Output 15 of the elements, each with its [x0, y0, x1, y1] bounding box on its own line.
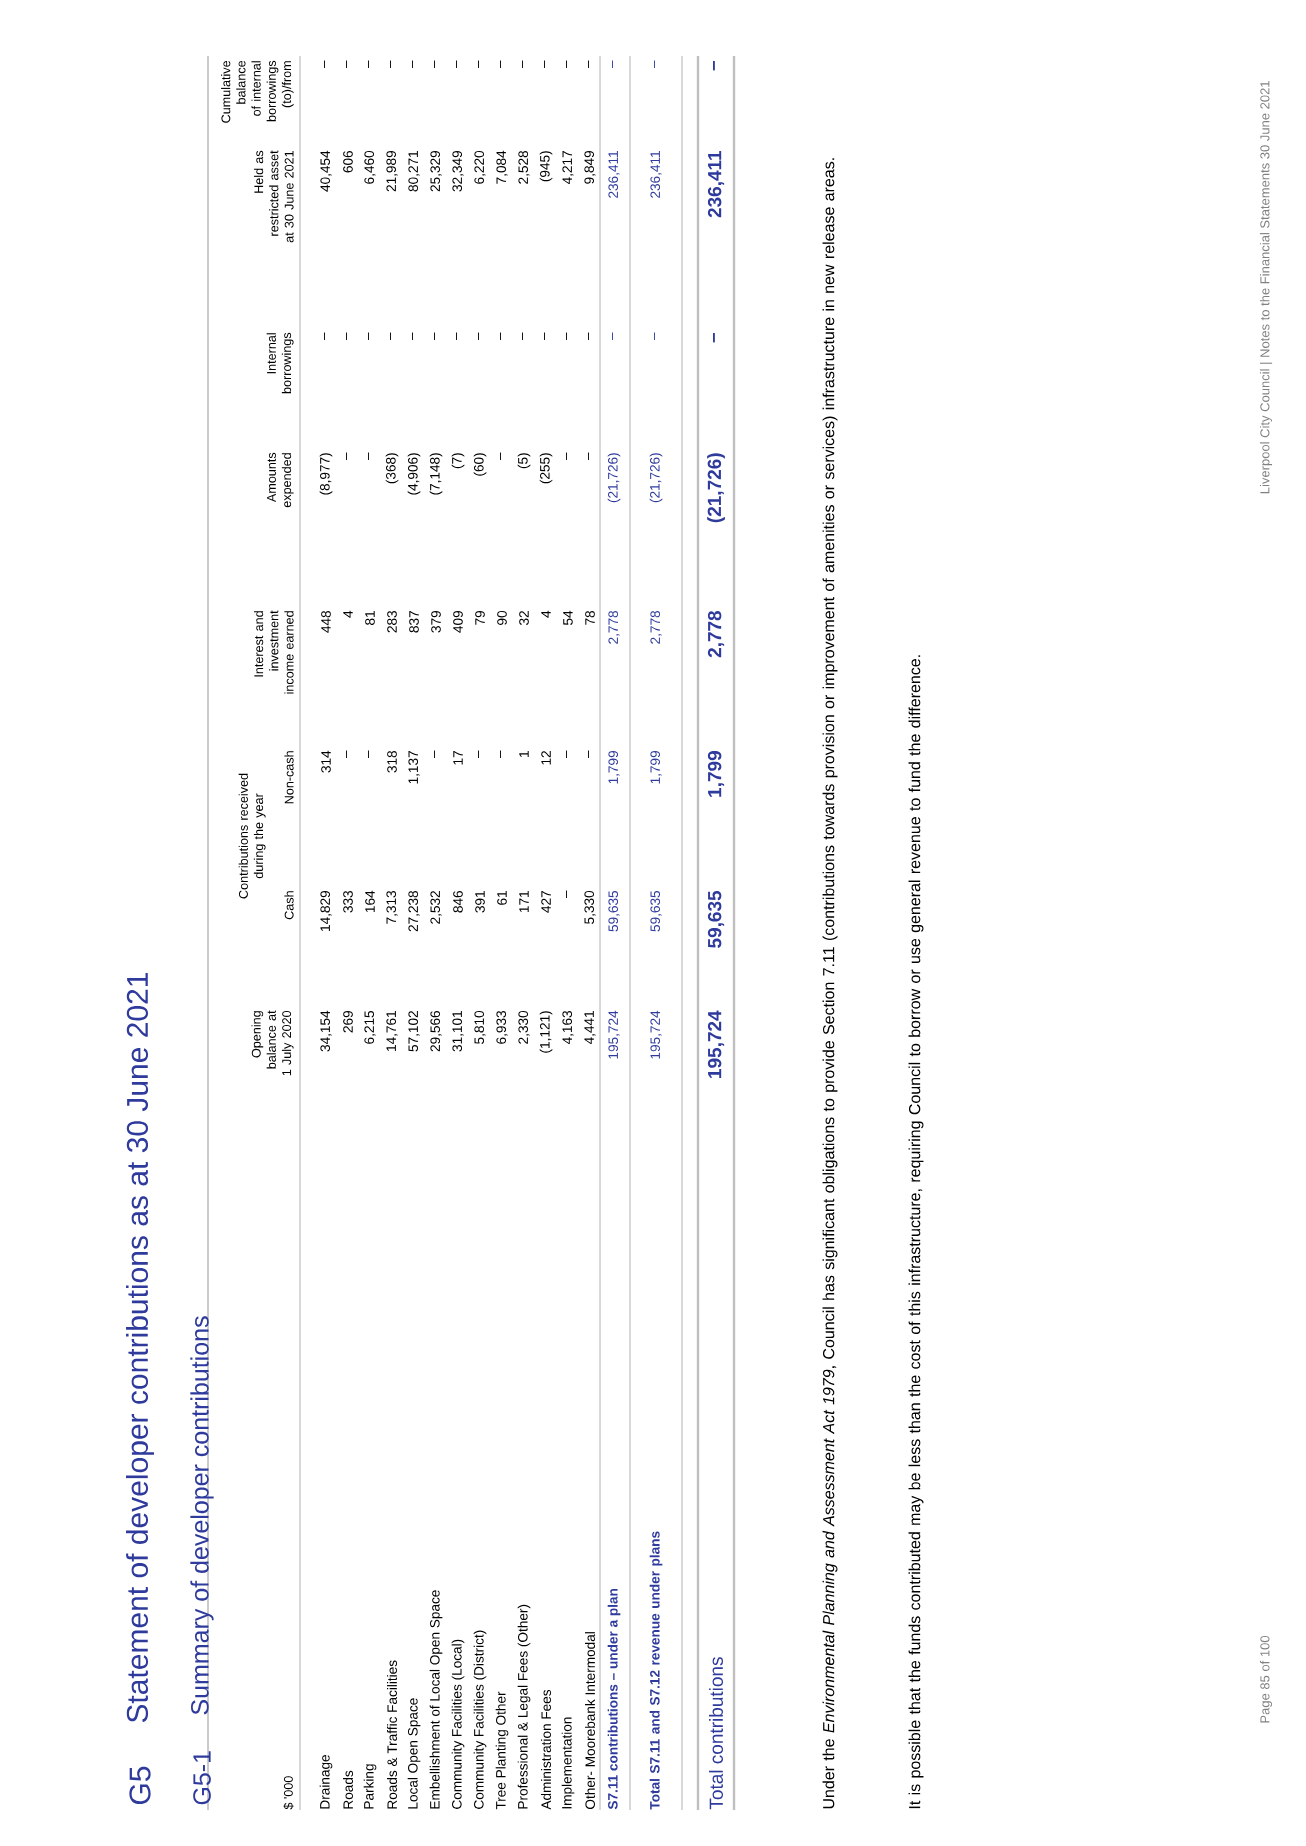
subsection-number: G5-1 — [193, 1751, 211, 1805]
section-title: Statement of developer contributions as at 30 June 2021 — [126, 973, 154, 1723]
note-text: Under the Environmental Planning and Assessment Act 1979, Council has significant obligations to provide Section 7.11 (contributions towards provision or improvement of amenities or services) infrastructure in new release areas. — [822, 158, 838, 1809]
note-text: It is possible that the funds contributed may be less than the cost of this infrastructure, requiring Council to borrow or use general revenue to fund the difference. — [908, 655, 924, 1809]
table-cell: 236,411 — [707, 150, 725, 218]
table-cell: 195,724 — [707, 1010, 725, 1078]
table-cell: (21,726) — [707, 453, 725, 523]
table-cell: 1,799 — [707, 751, 725, 797]
table-cell: – — [713, 60, 715, 71]
row-label: Total contributions — [709, 1657, 723, 1810]
subsection-title: Summary of developer contributions — [190, 1316, 214, 1715]
table-cell: – — [713, 332, 715, 343]
table-cell: 59,635 — [707, 890, 725, 948]
section-number: G5 — [129, 1766, 151, 1805]
table-cell: 2,778 — [707, 611, 725, 658]
